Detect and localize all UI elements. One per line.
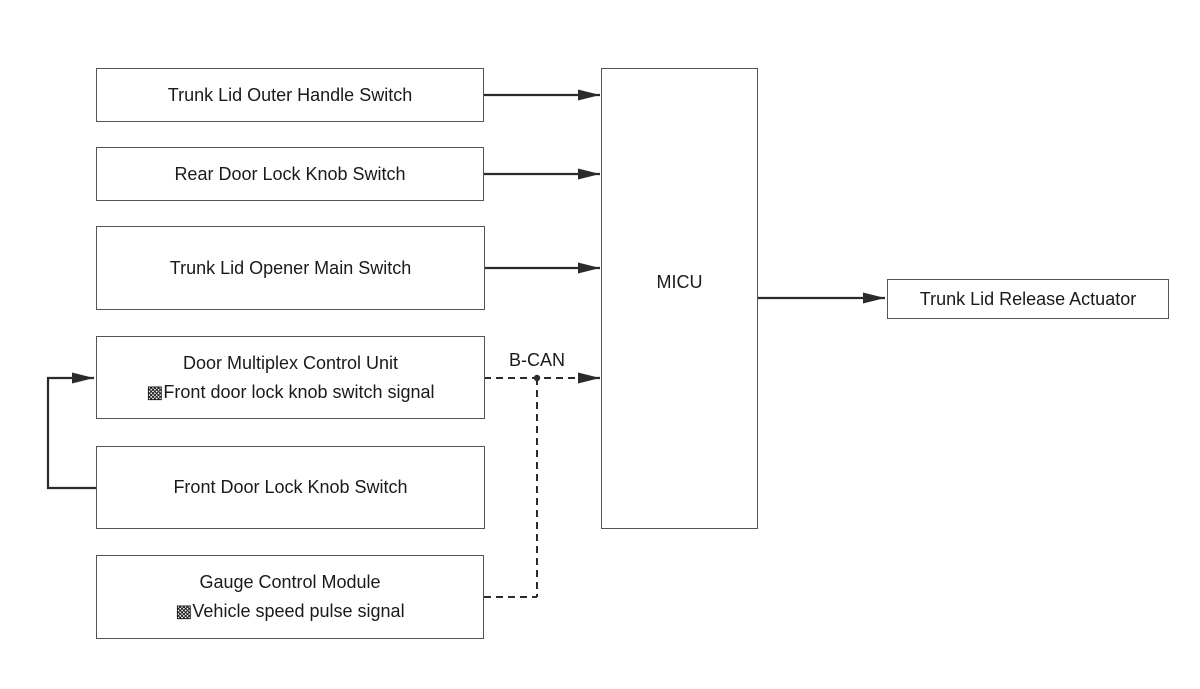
gauge-control-module-box: Gauge Control Module ▩Vehicle speed puls… [96,555,484,639]
bcan-label: B-CAN [509,350,566,370]
trunk-lid-opener-main-switch-label: Trunk Lid Opener Main Switch [169,257,412,278]
gauge-control-module-signal: ▩Vehicle speed pulse signal [175,601,405,621]
trunk-lid-outer-handle-switch-box: Trunk Lid Outer Handle Switch [96,68,484,122]
front-door-lock-knob-switch-box: Front Door Lock Knob Switch [96,446,485,529]
front-knob-to-door-multiplex-loop [46,372,97,490]
trunk-lid-outer-handle-switch-label: Trunk Lid Outer Handle Switch [167,84,413,105]
trunk-lid-release-actuator-box: Trunk Lid Release Actuator [887,279,1169,319]
rear-door-lock-knob-switch-label: Rear Door Lock Knob Switch [174,163,406,184]
rear-door-lock-knob-switch-box: Rear Door Lock Knob Switch [96,147,484,201]
door-multiplex-control-unit-signal: ▩Front door lock knob switch signal [146,381,435,402]
door-multiplex-control-unit-box: Door Multiplex Control Unit ▩Front door … [96,336,485,419]
micu-label: MICU [656,272,703,292]
trunk-lid-release-actuator-label: Trunk Lid Release Actuator [919,288,1137,309]
bcan-junction-dot [533,374,541,382]
door-multiplex-control-unit-title: Door Multiplex Control Unit [182,352,399,373]
gauge-control-module-title: Gauge Control Module [199,572,381,592]
front-door-lock-knob-switch-label: Front Door Lock Knob Switch [173,477,408,497]
trunk-lid-opener-main-switch-box: Trunk Lid Opener Main Switch [96,226,485,310]
micu-box: MICU [601,68,758,529]
